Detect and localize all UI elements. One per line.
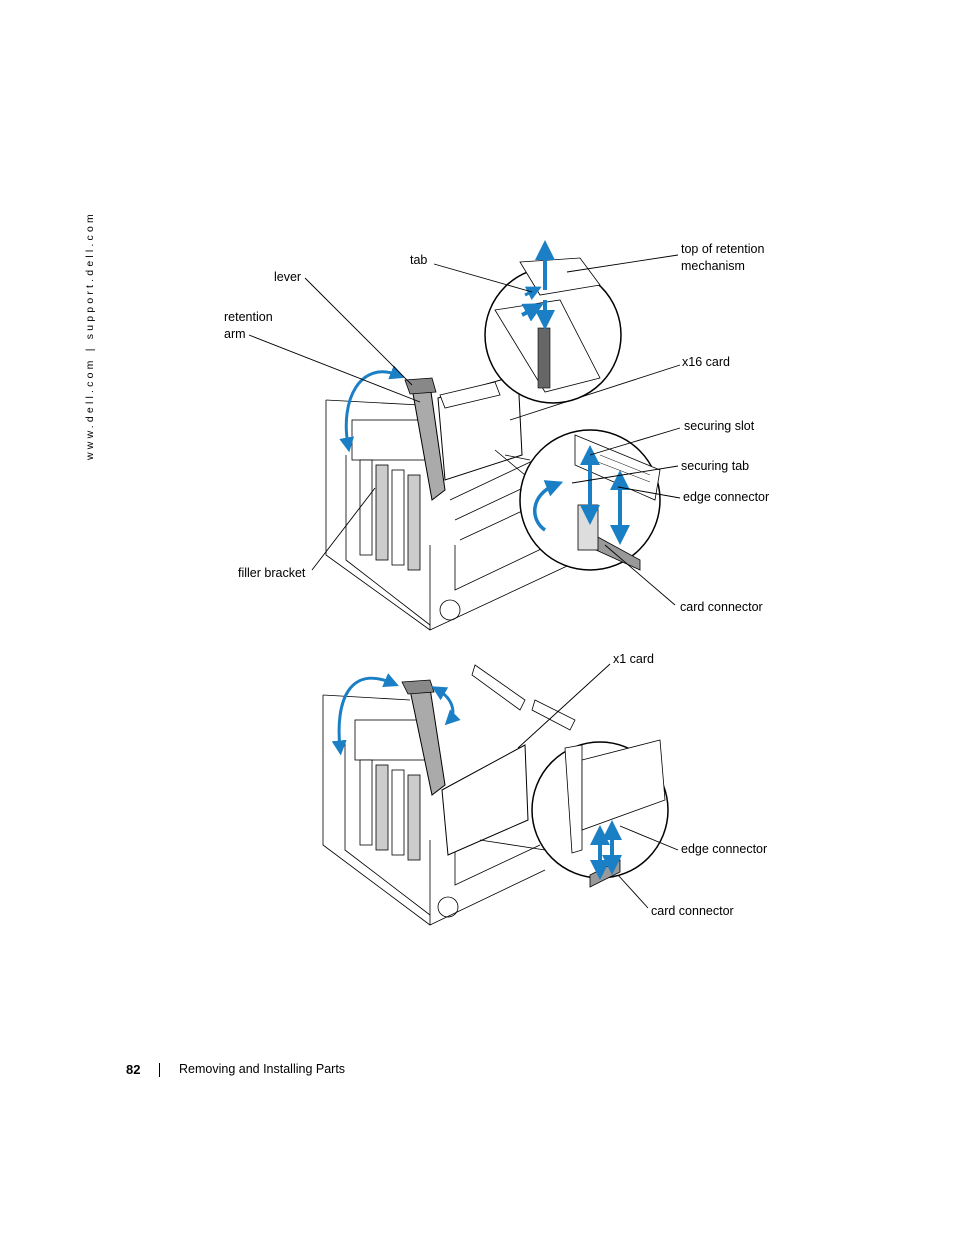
page-number: 82: [126, 1062, 141, 1077]
label-arm: arm: [224, 327, 246, 341]
label-securing-slot: securing slot: [684, 419, 755, 433]
footer-divider: [159, 1063, 160, 1077]
top-filler-brackets: [359, 459, 421, 571]
label-top-of-retention: top of retention: [681, 242, 765, 256]
label-tab: tab: [410, 253, 428, 267]
bottom-filler-brackets: [359, 759, 421, 861]
label-retention: retention: [224, 310, 273, 324]
label-filler-bracket: filler bracket: [238, 566, 306, 580]
label-card-connector-top: card connector: [680, 600, 763, 614]
label-lever: lever: [274, 270, 302, 284]
label-card-connector-bottom: card connector: [651, 904, 734, 918]
label-x16-card: x16 card: [682, 355, 730, 369]
label-mechanism: mechanism: [681, 259, 745, 273]
label-edge-connector-bottom: edge connector: [681, 842, 768, 856]
label-securing-tab: securing tab: [681, 459, 750, 473]
top-leader-lines: [248, 254, 681, 606]
bottom-x1-card: [441, 744, 529, 856]
label-x1-card: x1 card: [613, 652, 654, 666]
section-title: Removing and Installing Parts: [179, 1062, 346, 1076]
label-edge-connector-top: edge connector: [683, 490, 770, 504]
bottom-leader-lines: [517, 663, 679, 909]
